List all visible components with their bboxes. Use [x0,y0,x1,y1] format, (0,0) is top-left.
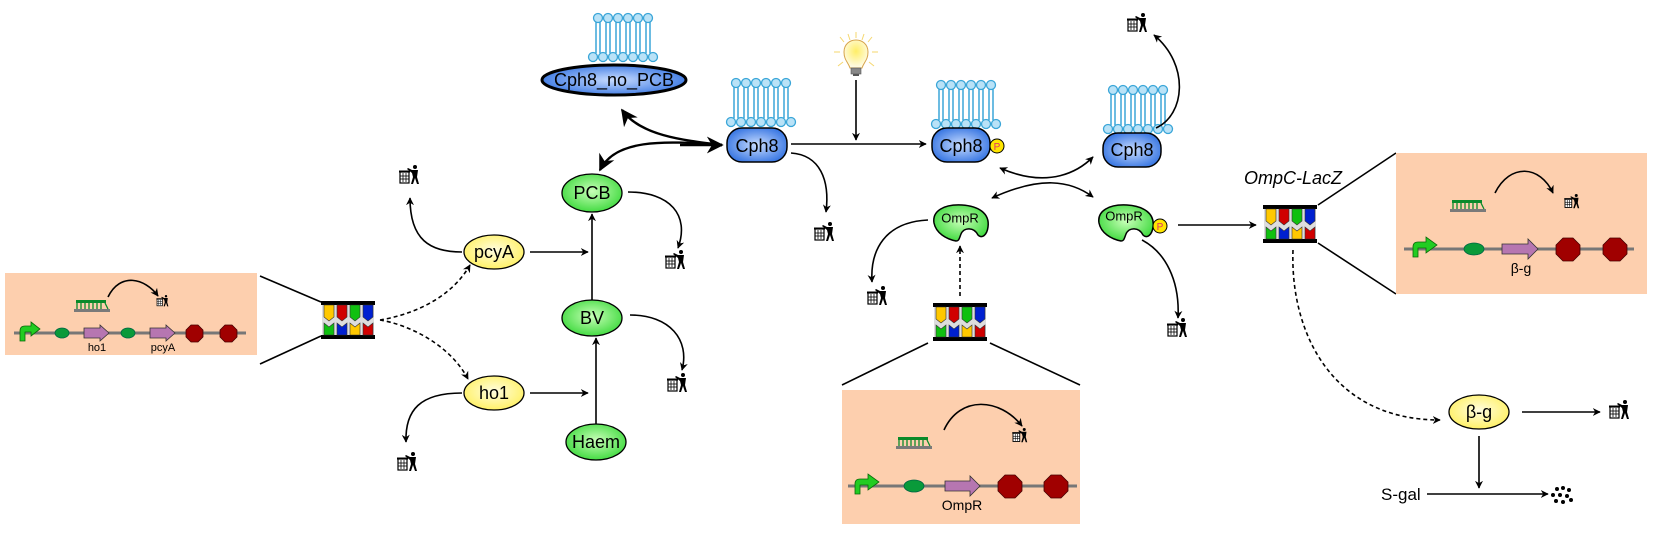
cds-icon [944,475,981,497]
svg-text:P: P [1157,222,1164,233]
terminator-icon [997,474,1023,499]
svg-text:pcyA: pcyA [474,242,514,262]
node-haem: Haem [565,423,627,461]
cds-icon [1501,238,1539,260]
node-cph8-no-pcb: Cph8_no_PCB [540,63,688,97]
trash-person-icon [396,451,418,472]
expression-arrow-pcya [379,264,471,321]
light-bulb-icon [834,32,878,76]
promoter-icon [1412,236,1438,258]
phosphate-icon [989,138,1005,154]
precipitate-dots-icon [1551,486,1573,504]
plasmid-label-ompc-lacz: OmpC-LacZ [1244,168,1343,188]
zoom-line [259,335,322,365]
node-cph8-dephosphorylated: Cph8 [1102,132,1162,168]
node-cph8-phosphorylated: Cph8 P [931,127,1005,163]
plasmid-icon [932,302,988,342]
gene-label-ompr: OmpR [942,497,982,513]
svg-text:OmpR: OmpR [1105,209,1143,224]
node-beta-g: β-g [1448,394,1510,430]
rbs-icon [120,327,136,339]
expression-arrow-ho1 [379,319,469,380]
cds-icon [83,324,110,342]
gene-label-pcya: pcyA [151,342,176,354]
promoter-icon [854,473,880,495]
terminator-icon [185,324,204,343]
node-pcya: pcyA [463,234,525,270]
rbs-icon [1463,242,1485,256]
trash-person-icon [398,164,420,185]
membrane-icon [1102,84,1174,135]
trash-person-icon [1166,317,1188,338]
lacz-construct-box: β-g [1396,153,1647,294]
svg-text:Cph8: Cph8 [735,136,778,156]
node-ompr-phosphorylated: OmpR P [1098,204,1168,242]
gene-label-beta-g: β-g [1511,260,1532,276]
plasmid-icon [1262,204,1318,244]
membrane-icon [725,77,797,128]
terminator-icon [1555,237,1581,262]
terminator-icon [1043,474,1069,499]
plasmid-icon [320,300,376,340]
phosphate-icon [1152,218,1168,234]
node-bv: BV [561,299,623,337]
rbs-icon [54,327,70,339]
trash-person-icon [1126,12,1148,33]
trash-person-icon [813,221,835,242]
promoter-icon [19,321,41,342]
svg-text:OmpR: OmpR [941,211,979,226]
expression-arrow-beta-g [1292,249,1441,424]
svg-text:P: P [994,142,1001,153]
svg-text:β-g: β-g [1466,402,1492,422]
zoom-line [1317,242,1397,295]
gene-label-ho1: ho1 [88,342,106,354]
svg-text:Cph8: Cph8 [1110,140,1153,160]
svg-text:BV: BV [580,308,604,328]
svg-text:PCB: PCB [573,183,610,203]
zoom-line [989,342,1081,386]
node-ho1: ho1 [463,375,525,411]
trash-person-icon [866,285,888,306]
terminator-icon [219,324,238,343]
node-pcb: PCB [561,173,623,213]
node-s-gal: S-gal [1381,485,1421,504]
svg-text:Cph8: Cph8 [939,136,982,156]
trash-person-icon [664,249,686,270]
terminator-icon [1602,237,1628,262]
pcb-construct-box: ho1 pcyA [5,273,257,355]
zoom-line [841,342,929,386]
svg-text:Cph8_no_PCB: Cph8_no_PCB [554,70,674,91]
trash-person-icon [666,372,688,393]
node-ompr: OmpR [933,204,989,242]
membrane-icon [587,12,659,63]
rbs-icon [903,479,925,493]
zoom-line [1317,152,1397,206]
membrane-icon [930,79,1002,130]
cds-icon [149,324,176,342]
trash-person-icon [1608,399,1630,420]
svg-text:Haem: Haem [572,432,620,452]
zoom-line [259,275,322,303]
svg-text:ho1: ho1 [479,383,509,403]
node-cph8: Cph8 [726,127,788,163]
ompr-construct-box: OmpR [842,390,1080,524]
